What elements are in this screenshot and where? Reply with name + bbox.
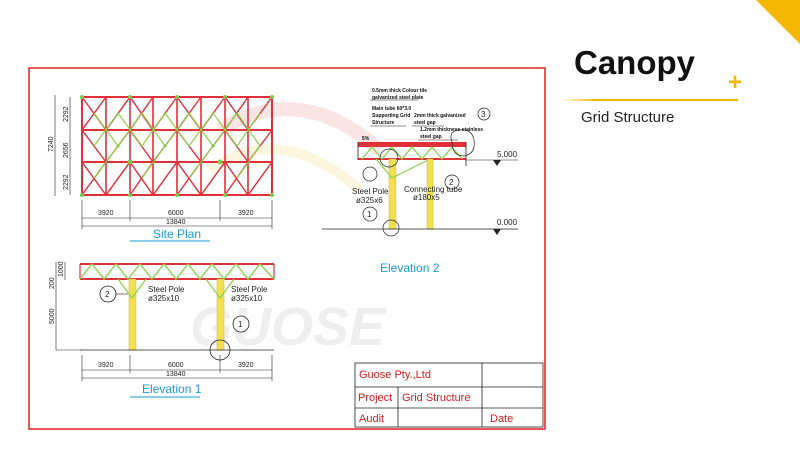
elev1-pole2-size: ø325x10 [231, 294, 263, 303]
elev2-note-6: 2mm thick galvanized [414, 113, 466, 119]
elev2-slope: 5% [362, 136, 370, 142]
elev1-dim-200: 200 [49, 277, 56, 289]
plan-side-dim-2: 2656 [63, 142, 70, 158]
elev1-dim-5000: 5000 [49, 308, 56, 324]
elev2-note-5: Structure [372, 120, 394, 126]
elevation-2-caption: Elevation 2 [380, 261, 440, 275]
elevation-1-caption: Elevation 1 [142, 382, 202, 396]
sheet-frame [28, 67, 546, 430]
site-plan: 7240 2292 2656 2292 [48, 95, 274, 242]
elev1-dim-b: 6000 [168, 362, 184, 369]
elev2-level-bottom: 0.000 [497, 218, 518, 227]
elev2-note-3: Main tube 60*3.0 [372, 106, 411, 112]
elevation-1: 1000 200 5000 2 1 [49, 261, 275, 398]
plan-dim-3: 3920 [238, 210, 254, 217]
elev2-marker-2: 2 [449, 178, 454, 187]
elev2-note-8: 1.2mm thickness stainless [420, 127, 483, 133]
elev2-pole-size: ø325x6 [356, 196, 383, 205]
elev1-pole1-label: Steel Pole [148, 285, 185, 294]
site-plan-caption: Site Plan [153, 227, 201, 241]
tb-project-label: Project [358, 392, 392, 404]
plan-side-dim-1: 2292 [63, 106, 70, 122]
elev1-dim-1000: 1000 [58, 261, 65, 277]
title-block: Guose Pty.,Ltd Project Grid Structure Au… [354, 362, 544, 428]
plan-dim-1: 3920 [98, 210, 114, 217]
elev2-note-1: 0.5mm thick Colour tile [372, 88, 427, 94]
tb-company: Guose Pty.,Ltd [359, 369, 431, 381]
elev2-note-2: galvanized steel plate [372, 95, 424, 101]
elev1-marker-1: 1 [238, 320, 243, 329]
elev1-pole1-size: ø325x10 [148, 294, 180, 303]
elev1-total: 13840 [166, 371, 186, 378]
plan-total-side: 7240 [48, 136, 55, 152]
elev2-note-9: steel gap [420, 134, 442, 140]
elev2-pole-label: Steel Pole [352, 187, 389, 196]
corner-accent [756, 0, 800, 44]
tb-date-label: Date [490, 413, 513, 425]
elev2-level-top: 5.000 [497, 150, 518, 159]
elev2-note-7: steel gap [414, 120, 436, 126]
tb-project-value: Grid Structure [402, 392, 470, 404]
plan-side-dim-3: 2292 [63, 174, 70, 190]
elev1-dim-c: 3920 [238, 362, 254, 369]
elev1-pole2-label: Steel Pole [231, 285, 268, 294]
elev2-marker-1: 1 [367, 210, 372, 219]
title-underline [560, 99, 738, 101]
elevation-2: 0.5mm thick Colour tile galvanized steel… [322, 88, 518, 275]
plan-dim-2: 6000 [168, 210, 184, 217]
plan-total: 13840 [166, 219, 186, 226]
slide-title: Canopy [574, 44, 696, 81]
elev1-dim-a: 3920 [98, 362, 114, 369]
slide-subtitle: Grid Structure [581, 109, 675, 126]
elev2-tube-size: ø180x5 [413, 193, 440, 202]
elev2-tube-label: Connecting tube [404, 185, 463, 194]
tb-audit-label: Audit [359, 413, 384, 425]
elev2-marker-3: 3 [481, 110, 486, 119]
plus-icon: + [728, 69, 743, 96]
elev2-note-4: Supporting Grid [372, 113, 410, 119]
elev1-marker-2: 2 [105, 290, 110, 299]
